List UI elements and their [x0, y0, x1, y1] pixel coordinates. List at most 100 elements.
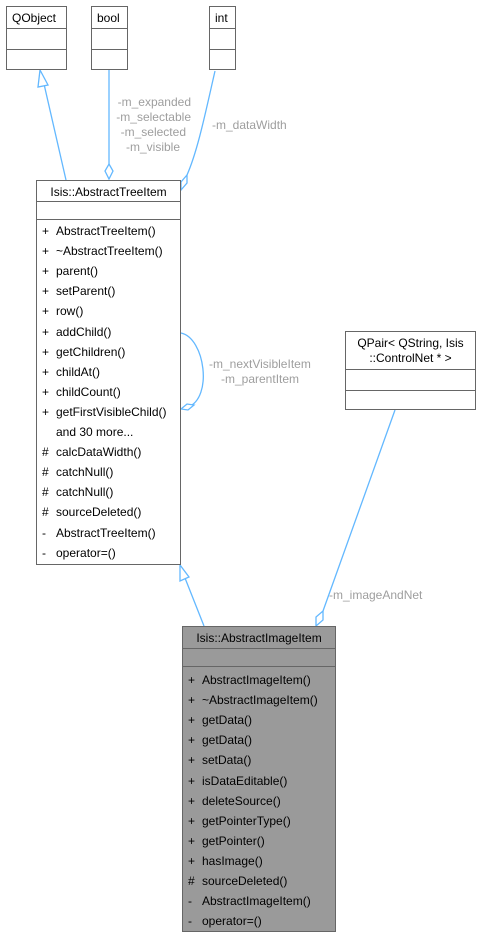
class-qpair[interactable]: QPair< QString, Isis ::ControlNet * > — [345, 331, 476, 410]
edge-label-bool-1: -m_selectable — [116, 110, 191, 124]
edge-self-loop — [180, 332, 204, 408]
class-title-line2: ::ControlNet * > — [369, 351, 452, 365]
visibility-marker: + — [188, 773, 196, 788]
visibility-marker: + — [42, 404, 50, 419]
visibility-marker: # — [42, 505, 49, 520]
member-row: #calcDataWidth() — [42, 445, 141, 459]
member-row: -AbstractTreeItem() — [42, 526, 156, 540]
member-name: getData() — [202, 733, 253, 748]
edge-aggregate-int — [186, 70, 216, 176]
class-title: Isis::AbstractImageItem — [196, 631, 322, 645]
member-row: + AbstractImageItem() — [188, 673, 311, 687]
member-name: operator=() — [202, 914, 262, 929]
class-qobject[interactable]: QObject — [6, 6, 67, 70]
member-name: setData() — [202, 753, 252, 768]
visibility-marker: + — [188, 753, 196, 768]
visibility-marker: # — [188, 874, 195, 888]
member-name: addChild() — [56, 324, 112, 339]
class-bool[interactable]: bool — [91, 6, 128, 70]
class-int[interactable]: int — [209, 6, 236, 70]
inherit-arrowhead-icon — [37, 67, 49, 88]
member-row: -operator=() — [188, 914, 262, 928]
divider — [346, 369, 475, 370]
divider — [7, 28, 66, 29]
aggregate-diamond-icon — [179, 403, 196, 411]
edge-label-qpair: -m_imageAndNet — [329, 588, 423, 602]
member-name: getFirstVisibleChild() — [56, 404, 167, 419]
edge-inherit-tree — [184, 577, 205, 627]
visibility-marker: + — [188, 673, 196, 687]
aggregate-diamond-icon — [315, 609, 324, 628]
member-row: +getPointerType() — [188, 814, 291, 828]
class-abstract-image-item[interactable]: Isis::AbstractImageItem +AbstractImageIt… — [182, 626, 336, 932]
member-row: +AbstractTreeItem() — [42, 224, 156, 238]
visibility-marker: + — [42, 264, 50, 279]
member-row: + getFirstVisibleChild() — [42, 405, 166, 419]
member-name: getPointerType() — [202, 813, 291, 828]
member-row: + getPointer() — [188, 834, 265, 848]
member-row: + getChildren() — [42, 345, 125, 359]
member-name: parent() — [56, 264, 99, 279]
visibility-marker: # — [42, 465, 49, 480]
class-abstract-tree-item[interactable]: Isis::AbstractTreeItem +AbstractTreeItem… — [36, 180, 181, 565]
divider — [183, 666, 335, 667]
member-row: # sourceDeleted() — [42, 505, 141, 519]
member-row: #sourceDeleted() — [188, 874, 287, 888]
member-name: setParent() — [56, 284, 116, 299]
divider — [210, 28, 235, 29]
divider — [37, 219, 180, 220]
divider — [37, 201, 180, 202]
member-name: isDataEditable() — [202, 773, 288, 788]
divider — [92, 49, 127, 50]
visibility-marker: + — [42, 344, 50, 359]
member-name: getData() — [202, 713, 253, 728]
member-name: childAt() — [56, 364, 101, 379]
edge-label-self-0: -m_nextVisibleItem — [209, 357, 311, 371]
visibility-marker: - — [188, 894, 192, 909]
edge-label-bool-2: -m_selected — [120, 125, 186, 139]
edge-label-self-1: -m_parentItem — [221, 372, 300, 386]
class-title: Isis::AbstractTreeItem — [50, 185, 167, 199]
class-title: QObject — [12, 11, 57, 25]
class-title: int — [215, 11, 228, 25]
edge-label-bool-3: -m_visible — [125, 140, 180, 154]
member-row: +childAt() — [42, 365, 100, 379]
edge-inherit-qobject — [43, 83, 67, 181]
visibility-marker: # — [42, 445, 49, 460]
divider — [210, 49, 235, 50]
member-name: catchNull() — [56, 465, 114, 480]
member-name: AbstractImageItem() — [202, 673, 311, 687]
visibility-marker: + — [188, 833, 196, 848]
aggregate-diamond-icon — [180, 173, 188, 192]
inherit-arrowhead-icon — [179, 563, 191, 583]
member-name: AbstractTreeItem() — [56, 224, 156, 238]
divider — [346, 390, 475, 391]
member-row: + ~AbstractImageItem() — [188, 693, 318, 707]
member-row: +addChild() — [42, 325, 111, 339]
member-row: +childCount() — [42, 385, 121, 399]
divider — [7, 49, 66, 50]
member-name: operator=() — [56, 545, 116, 560]
member-name: sourceDeleted() — [56, 505, 142, 520]
member-row: + parent() — [42, 264, 98, 278]
member-name: AbstractImageItem() — [202, 894, 311, 909]
edge-label-int: -m_dataWidth — [212, 118, 287, 132]
member-name: getPointer() — [202, 833, 265, 848]
member-name: getChildren() — [56, 344, 126, 359]
member-name: hasImage() — [202, 853, 263, 868]
member-row: -operator=() — [42, 546, 116, 560]
class-title: bool — [97, 11, 120, 25]
member-name: ~AbstractImageItem() — [202, 693, 318, 708]
divider — [92, 28, 127, 29]
member-row: +deleteSource() — [188, 794, 281, 808]
member-row: # catchNull() — [42, 465, 113, 479]
member-row: + isDataEditable() — [188, 774, 287, 788]
visibility-marker: - — [188, 914, 192, 929]
member-row: +getData() — [188, 713, 252, 727]
visibility-marker: + — [42, 304, 50, 319]
visibility-marker: + — [42, 284, 50, 299]
member-row: +~AbstractTreeItem() — [42, 244, 163, 258]
visibility-marker: + — [188, 793, 196, 808]
visibility-marker: + — [188, 693, 196, 708]
visibility-marker: - — [42, 525, 46, 540]
